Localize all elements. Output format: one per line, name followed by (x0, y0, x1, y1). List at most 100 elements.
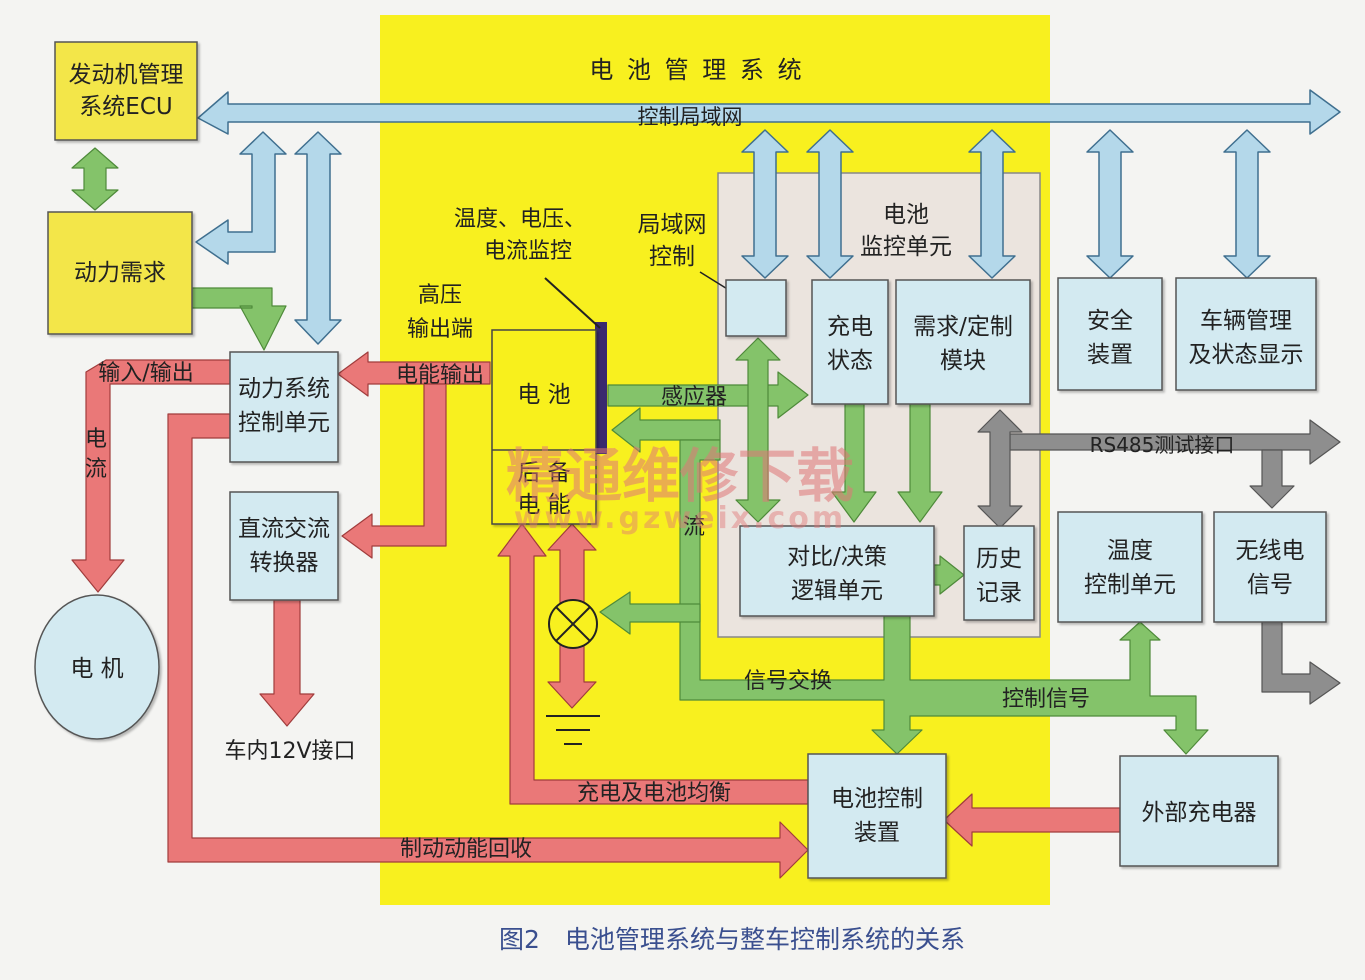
demand-down-arrow (897, 403, 943, 523)
can-arrow-ptc (294, 131, 342, 345)
can-bus-arrows (195, 89, 1341, 345)
hv-output-line2: 输出端 (407, 317, 473, 342)
ptc-line1: 动力系统 (238, 376, 330, 402)
can-bus-label: 控制局域网 (638, 105, 743, 129)
port12v-arrow (259, 599, 315, 727)
control-signal-label: 控制信号 (1002, 687, 1090, 712)
wireless-line1: 无线电 (1236, 538, 1305, 564)
energy-output-label: 电能输出 (396, 363, 484, 388)
monitor-leader-line (544, 277, 601, 329)
watermark-cn: 精通维修下载 (506, 442, 854, 510)
dc-line1: 直流交流 (238, 516, 330, 542)
charge-down-arrow (831, 403, 877, 523)
ext-charger-text: 外部充电器 (1142, 800, 1257, 826)
lamp-arrow (599, 591, 701, 635)
charge-line1: 充电 (827, 314, 873, 340)
history-box (963, 525, 1035, 621)
signal-exchange-label: 信号交换 (744, 669, 832, 694)
motor-circle (34, 594, 160, 740)
demand-line2: 模块 (940, 348, 986, 374)
regen-label: 制动动能回收 (400, 837, 532, 862)
safety-box (1057, 277, 1163, 391)
compare-history-arrow (933, 555, 965, 595)
battery-ctrl-box (807, 753, 947, 879)
bctrl-line2: 装置 (854, 820, 900, 846)
signal-exchange-path (679, 439, 1209, 755)
regen-arrow (167, 413, 809, 879)
dc-converter-box (229, 491, 339, 601)
motor-arrow (71, 359, 231, 593)
power-demand-text: 动力需求 (74, 260, 166, 286)
can-arrow-2 (806, 129, 854, 279)
wireless-box (1213, 511, 1327, 623)
vehicle-line2: 及状态显示 (1189, 342, 1304, 368)
vehicle-line1: 车辆管理 (1200, 308, 1292, 334)
history-line1: 历史 (976, 546, 1022, 572)
green-arrows (71, 147, 1209, 755)
safety-line1: 安全 (1087, 308, 1133, 334)
current-label-2: 流 (85, 457, 107, 482)
charger-arrow (943, 793, 1121, 847)
hv-output-line1: 高压 (418, 283, 462, 308)
ground-symbol (546, 715, 600, 745)
canctrl-box (725, 279, 787, 337)
motor-text: 电 机 (70, 656, 123, 682)
rs485-wireless-arrow (1249, 449, 1295, 509)
sensor-label: 感应器 (661, 385, 727, 410)
charge-balance-label: 充电及电池均衡 (577, 781, 731, 806)
can-arrow-demand (195, 131, 287, 265)
input-output-label: 输入/输出 (98, 361, 193, 386)
demand-line1: 需求/定制 (913, 314, 1013, 340)
current-label-1: 电 (85, 427, 107, 452)
bctrl-line1: 电池控制 (831, 786, 923, 812)
temp-volt-line1: 温度、电压、 (454, 207, 586, 232)
backup-line2: 电 能 (517, 492, 570, 518)
temp-volt-line2: 电流监控 (484, 239, 572, 264)
charge-balance-arrow (497, 523, 809, 805)
wireless-line2: 信号 (1247, 572, 1293, 598)
canctrl-line1: 局域网 (638, 212, 707, 238)
dc-line2: 转换器 (250, 550, 319, 576)
ext-charger-box (1119, 755, 1279, 867)
vehicle-mgmt-box (1175, 277, 1317, 391)
watermark-url: www.gzweix.com (514, 501, 846, 536)
rs485-bus-arrow (1009, 419, 1341, 465)
can-bus-arrow (197, 89, 1341, 135)
ecu-line2: 系统ECU (79, 94, 172, 120)
lamp-symbol (548, 599, 598, 649)
current2-label: 流 (683, 515, 705, 540)
compare-logic-box (739, 525, 935, 617)
ecu-line1: 发动机管理 (69, 62, 184, 88)
compare-line1: 对比/决策 (787, 544, 887, 570)
wireless-out-arrow (1261, 619, 1341, 705)
backup-line1: 后 备 (517, 460, 570, 486)
ptc-line2: 控制单元 (238, 410, 330, 436)
ecu-demand-arrow (71, 147, 119, 211)
safety-line2: 装置 (1087, 342, 1133, 368)
power-demand-box (47, 211, 193, 335)
canctrl-line2: 控制 (649, 244, 695, 270)
can-arrow-4 (1086, 129, 1134, 279)
port12v-label: 车内12V接口 (224, 739, 355, 764)
temp-line1: 温度 (1107, 538, 1153, 564)
dc-feed-arrow (341, 383, 447, 559)
rs485-label: RS485测试接口 (1090, 433, 1235, 457)
canctrl-down-arrow (735, 337, 781, 523)
sense-bar (595, 322, 607, 454)
charge-state-box (811, 279, 889, 405)
battery-box (491, 329, 597, 525)
demand-ptc-arrow (191, 287, 287, 351)
temp-line2: 控制单元 (1084, 572, 1176, 598)
temp-ctrl-box (1057, 511, 1203, 623)
powertrain-ctrl-box (229, 351, 339, 463)
battery-text: 电 池 (517, 382, 570, 408)
current-in-arrow (611, 407, 721, 453)
can-arrow-5 (1223, 129, 1271, 279)
figure-caption: 图2 电池管理系统与整车控制系统的关系 (499, 925, 965, 954)
can-arrow-3 (968, 129, 1016, 279)
history-line2: 记录 (976, 580, 1022, 606)
bms-title: 电 池 管 理 系 统 (589, 56, 804, 84)
can-arrow-1 (741, 129, 789, 279)
ecu-box (54, 41, 198, 141)
